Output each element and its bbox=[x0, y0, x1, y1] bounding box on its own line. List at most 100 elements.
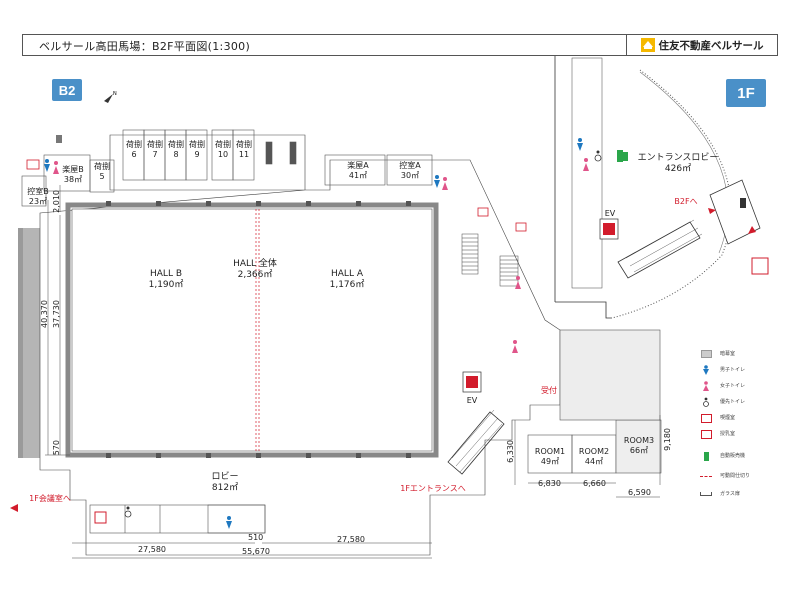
loading-dock-5: 荷捌 5 bbox=[94, 162, 110, 181]
elevator-icon bbox=[462, 218, 619, 393]
men-restroom-icon bbox=[700, 365, 712, 375]
room-hall-a-name: HALL A bbox=[331, 269, 363, 279]
room-hikae-a: 控室A 30㎡ bbox=[392, 161, 428, 181]
plan-title: ベルサール高田馬場：B2F平面図(1:300) bbox=[39, 40, 251, 53]
legend-label: 喫煙室 bbox=[720, 415, 736, 421]
dim-570: 570 bbox=[52, 440, 61, 456]
legend-label: 女子トイレ bbox=[720, 383, 746, 389]
room-gakuya-b-area: 38㎡ bbox=[63, 175, 83, 184]
dim-6590: 6,590 bbox=[628, 488, 651, 497]
annotation-to-1f-entrance: 1Fエントランスへ bbox=[400, 484, 466, 493]
direction-arrows bbox=[10, 208, 756, 512]
legend-label: 暗幕室 bbox=[720, 351, 736, 357]
room-hall-all-name: HALL 全体 bbox=[233, 259, 277, 269]
room-hall-all: HALL 全体 2,366㎡ bbox=[220, 259, 290, 281]
dim-55670: 55,670 bbox=[242, 547, 270, 556]
brand-name: 住友不動産ベルサール bbox=[658, 39, 764, 52]
floor-divider-lower bbox=[555, 301, 612, 319]
hall-floor bbox=[71, 208, 433, 452]
escalator-b2 bbox=[447, 409, 505, 475]
room-room3-name: ROOM3 bbox=[623, 436, 655, 445]
room-room1-area: 49㎡ bbox=[540, 457, 560, 466]
room-gakuya-a: 楽屋A 41㎡ bbox=[338, 161, 378, 181]
meeting-rooms bbox=[527, 329, 662, 474]
room-room2-name: ROOM2 bbox=[578, 447, 610, 456]
lobby-restrooms bbox=[89, 504, 266, 534]
partition-line-icon bbox=[700, 472, 712, 480]
dim-27580-right: 27,580 bbox=[337, 535, 365, 544]
smoking-room-icon bbox=[700, 413, 712, 423]
svg-text:N: N bbox=[113, 91, 117, 97]
fire-equipment-icon bbox=[56, 135, 62, 143]
elevator-label-1f: EV bbox=[604, 209, 616, 218]
legend-label: ガラス扉 bbox=[720, 491, 740, 497]
loading-dock-10: 荷捌 10 bbox=[215, 140, 231, 159]
wall-edge bbox=[18, 228, 23, 458]
women-restroom-icon bbox=[53, 158, 589, 353]
smoking-room-icon bbox=[26, 159, 769, 524]
columns bbox=[106, 201, 411, 458]
room-hall-b-area: 1,190㎡ bbox=[148, 280, 184, 290]
room-gakuya-a-area: 41㎡ bbox=[348, 171, 368, 180]
glass-door-icon bbox=[700, 490, 712, 498]
dim-37730: 37,730 bbox=[52, 300, 61, 328]
dim-510: 510 bbox=[248, 533, 264, 542]
room-room3: ROOM3 66㎡ bbox=[619, 436, 659, 456]
legend-item: 女子トイレ bbox=[700, 381, 746, 391]
room-entrance-lobby: エントランスロビー 426㎡ bbox=[633, 153, 723, 175]
legend-label: 男子トイレ bbox=[720, 367, 746, 373]
room-hall-all-area: 2,366㎡ bbox=[237, 270, 273, 280]
legend-item: 喫煙室 bbox=[700, 413, 736, 423]
room-lobby-area: 812㎡ bbox=[211, 483, 239, 493]
staircases bbox=[461, 57, 603, 289]
north-arrow-icon: N bbox=[104, 91, 117, 103]
legend-item: ガラス扉 bbox=[700, 490, 740, 498]
backstage-rooms bbox=[21, 154, 433, 207]
legend-item: 優先トイレ bbox=[700, 397, 745, 407]
legend-item: 男子トイレ bbox=[700, 365, 746, 375]
annotation-to-1f-meeting: 1F会議室へ bbox=[29, 494, 71, 503]
dim-2010: 2,010 bbox=[52, 190, 61, 213]
floor-badge-b2: B2 bbox=[52, 79, 82, 101]
dim-6830: 6,830 bbox=[538, 479, 561, 488]
loading-dock-9: 荷捌 9 bbox=[189, 140, 205, 159]
accessible-restroom-icon bbox=[700, 397, 712, 407]
legend-label: 授乳室 bbox=[720, 431, 736, 437]
loading-dock-11: 荷捌 11 bbox=[236, 140, 252, 159]
nursing-room-icon bbox=[700, 429, 712, 439]
room-hikae-b-name: 控室B bbox=[27, 187, 49, 196]
women-restroom-icon bbox=[700, 381, 712, 391]
loading-dock-6: 荷捌 6 bbox=[126, 140, 142, 159]
room-lobby: ロビー 812㎡ bbox=[200, 472, 250, 494]
loading-dock-8: 荷捌 8 bbox=[168, 140, 184, 159]
dim-6330: 6,330 bbox=[506, 440, 515, 463]
dim-27580-left: 27,580 bbox=[138, 545, 166, 554]
legend-item: 自動販売機 bbox=[700, 451, 746, 461]
dimension-lines bbox=[45, 185, 661, 559]
dim-9180: 9,180 bbox=[663, 428, 672, 451]
entrance-glass-wall bbox=[611, 69, 732, 319]
brand-mark-icon bbox=[640, 38, 655, 52]
vending-machine-icon bbox=[700, 451, 712, 461]
legend-item: 可動間仕切り bbox=[700, 472, 750, 480]
room-room2-area: 44㎡ bbox=[584, 457, 604, 466]
backstage-swatch-icon bbox=[700, 350, 712, 358]
room-hikae-b-area: 23㎡ bbox=[28, 197, 48, 206]
room-room3-area: 66㎡ bbox=[629, 446, 649, 455]
accessible-restroom-icon bbox=[124, 150, 602, 518]
room-hall-b-name: HALL B bbox=[150, 269, 182, 279]
dim-6660: 6,660 bbox=[583, 479, 606, 488]
building-outline bbox=[39, 134, 561, 556]
escalator-1f bbox=[617, 179, 761, 279]
room-hall-a-area: 1,176㎡ bbox=[329, 280, 365, 290]
room-hall-a: HALL A 1,176㎡ bbox=[317, 269, 377, 291]
room-hikae-a-name: 控室A bbox=[399, 161, 421, 170]
hall-wall bbox=[65, 202, 439, 458]
legend-label: 自動販売機 bbox=[720, 453, 746, 459]
plan-header: ベルサール高田馬場：B2F平面図(1:300) 住友不動産ベルサール bbox=[22, 34, 778, 56]
room-gakuya-a-name: 楽屋A bbox=[347, 161, 369, 170]
room-hall-b: HALL B 1,190㎡ bbox=[136, 269, 196, 291]
loading-dock-7: 荷捌 7 bbox=[147, 140, 163, 159]
room-room2: ROOM2 44㎡ bbox=[574, 447, 614, 467]
